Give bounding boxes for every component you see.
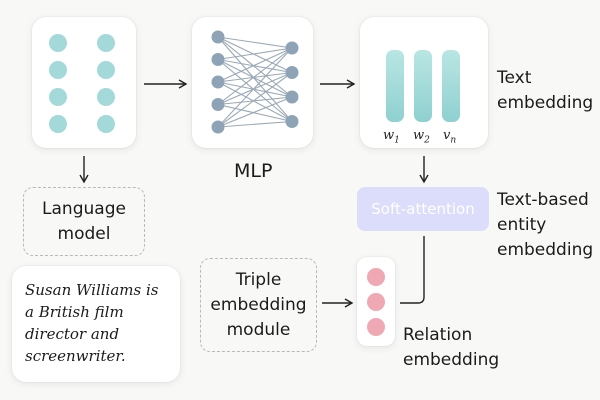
language-model-label: Language model [42,198,126,244]
mlp-label: MLP [234,160,273,182]
token-dot [97,34,115,52]
mlp-edge [217,36,293,73]
mlp-node [285,115,299,128]
mlp-edge [217,72,293,128]
mlp-edge [217,59,293,122]
mlp-network [211,30,299,134]
mlp-node [211,98,225,111]
mlp-edge [217,71,293,83]
relation-dot [367,318,385,336]
mlp-edge [217,58,293,74]
mlp-edge [217,96,293,106]
soft-attention-label: Soft-attention [371,200,475,218]
mlp-edge [217,47,293,61]
relation-embedding-card [357,257,395,346]
token-dot [97,88,115,106]
word-vector-label-1: w1 [383,128,400,146]
mlp-node [211,30,225,44]
token-dot [49,115,67,133]
soft-attention-box: Soft-attention [357,187,489,231]
mlp-edge [217,103,293,123]
token-dot [97,115,115,133]
word-vector-label-2: w2 [413,128,430,146]
token-dot [49,88,67,106]
sentence-card: Susan Williams is a British film directo… [12,266,180,382]
text-embedding-label: Text embedding [497,68,594,113]
mlp-edge [217,96,293,128]
word-vector-bar-1 [386,50,404,122]
relation-dot [367,268,385,286]
token-dot [49,34,67,52]
mlp-edge [217,36,293,49]
mlp-edge [217,81,293,122]
connector-relation-to-attention [400,236,425,304]
mlp-edge [217,59,293,98]
mlp-node [285,41,299,55]
mlp-edge [217,47,293,105]
token-dot [97,61,115,79]
mlp-edge [217,47,293,83]
relation-dot [367,293,385,311]
mlp-card [192,17,313,148]
mlp-node [285,66,299,79]
sentence-text: Susan Williams is a British film directo… [25,281,159,365]
text-embedding-card: w1 w2 vn [360,17,488,148]
word-vector-bar-2 [414,50,432,122]
token-dot [49,61,67,79]
mlp-node [285,90,299,104]
mlp-node [211,53,225,66]
mlp-edge [217,120,293,128]
mlp-node [211,75,225,89]
relation-embedding-label: Relation embedding [403,325,500,370]
triple-embedding-module-label: Triple embedding module [210,269,307,340]
mlp-edge [217,71,293,106]
mlp-edge [217,47,293,128]
word-vector-label-n: vn [443,128,457,146]
input-token-card [32,17,136,148]
triple-embedding-module-box: Triple embedding module [200,258,317,352]
mlp-edge [217,36,293,98]
mlp-node [211,120,225,134]
mlp-edge [217,36,293,122]
mlp-edge [217,81,293,98]
text-based-entity-embedding-label: Text-based entity embedding [497,190,594,260]
word-vector-bar-n [442,50,460,122]
language-model-box: Language model [23,187,145,256]
